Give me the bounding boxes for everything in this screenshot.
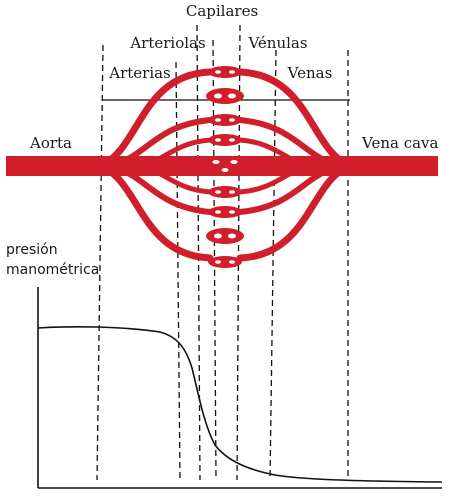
capillary-bed-1 bbox=[208, 66, 242, 78]
label-arteriolas: Arteriolas bbox=[129, 34, 205, 52]
artery-branch-upper-mid bbox=[117, 117, 213, 166]
label-vena-cava: Vena cava bbox=[361, 134, 439, 152]
artery-branch-inner-upper bbox=[147, 137, 213, 167]
vein-branch-inner-upper bbox=[237, 137, 303, 167]
guide-line-venas-left bbox=[269, 49, 277, 481]
vein-branch-top bbox=[236, 68, 354, 170]
vein-branch-lower-mid bbox=[237, 166, 333, 215]
guide-line-capilares-left bbox=[196, 24, 201, 481]
artery-branch-inner-lower bbox=[147, 165, 213, 195]
capillary-bed-5 bbox=[206, 157, 244, 175]
label-ylabel-line2: manométrica bbox=[6, 262, 99, 278]
label-aorta: Aorta bbox=[29, 134, 72, 152]
blood-vessels bbox=[6, 66, 438, 268]
artery-branch-lower-mid bbox=[117, 166, 213, 215]
label-capilares: Capilares bbox=[186, 2, 258, 20]
artery-branch-top bbox=[96, 68, 214, 170]
pressure-graph bbox=[37, 287, 443, 489]
capillary-bed-4 bbox=[208, 134, 242, 146]
vein-branch-inner-lower bbox=[237, 165, 303, 195]
capillary-bed-6 bbox=[208, 186, 242, 198]
capillary-bed-3 bbox=[208, 114, 242, 126]
labels: Capilares Arteriolas Vénulas Arterias Ve… bbox=[6, 2, 439, 278]
vein-branch-upper-mid bbox=[237, 117, 333, 166]
capillary-bed-9 bbox=[208, 256, 242, 268]
label-venas: Venas bbox=[287, 64, 333, 82]
guide-line-arterias-left bbox=[96, 44, 104, 481]
capillary-beds bbox=[206, 66, 244, 268]
pressure-curve bbox=[37, 326, 443, 483]
label-ylabel-line1: presión bbox=[6, 242, 58, 258]
capillary-bed-2 bbox=[206, 88, 244, 104]
vein-branch-bottom bbox=[236, 162, 354, 262]
label-venulas: Vénulas bbox=[247, 34, 307, 52]
capillary-bed-8 bbox=[206, 228, 244, 244]
capillary-bed-7 bbox=[208, 206, 242, 218]
artery-branch-bottom bbox=[96, 162, 214, 262]
label-arterias: Arterias bbox=[108, 64, 171, 82]
